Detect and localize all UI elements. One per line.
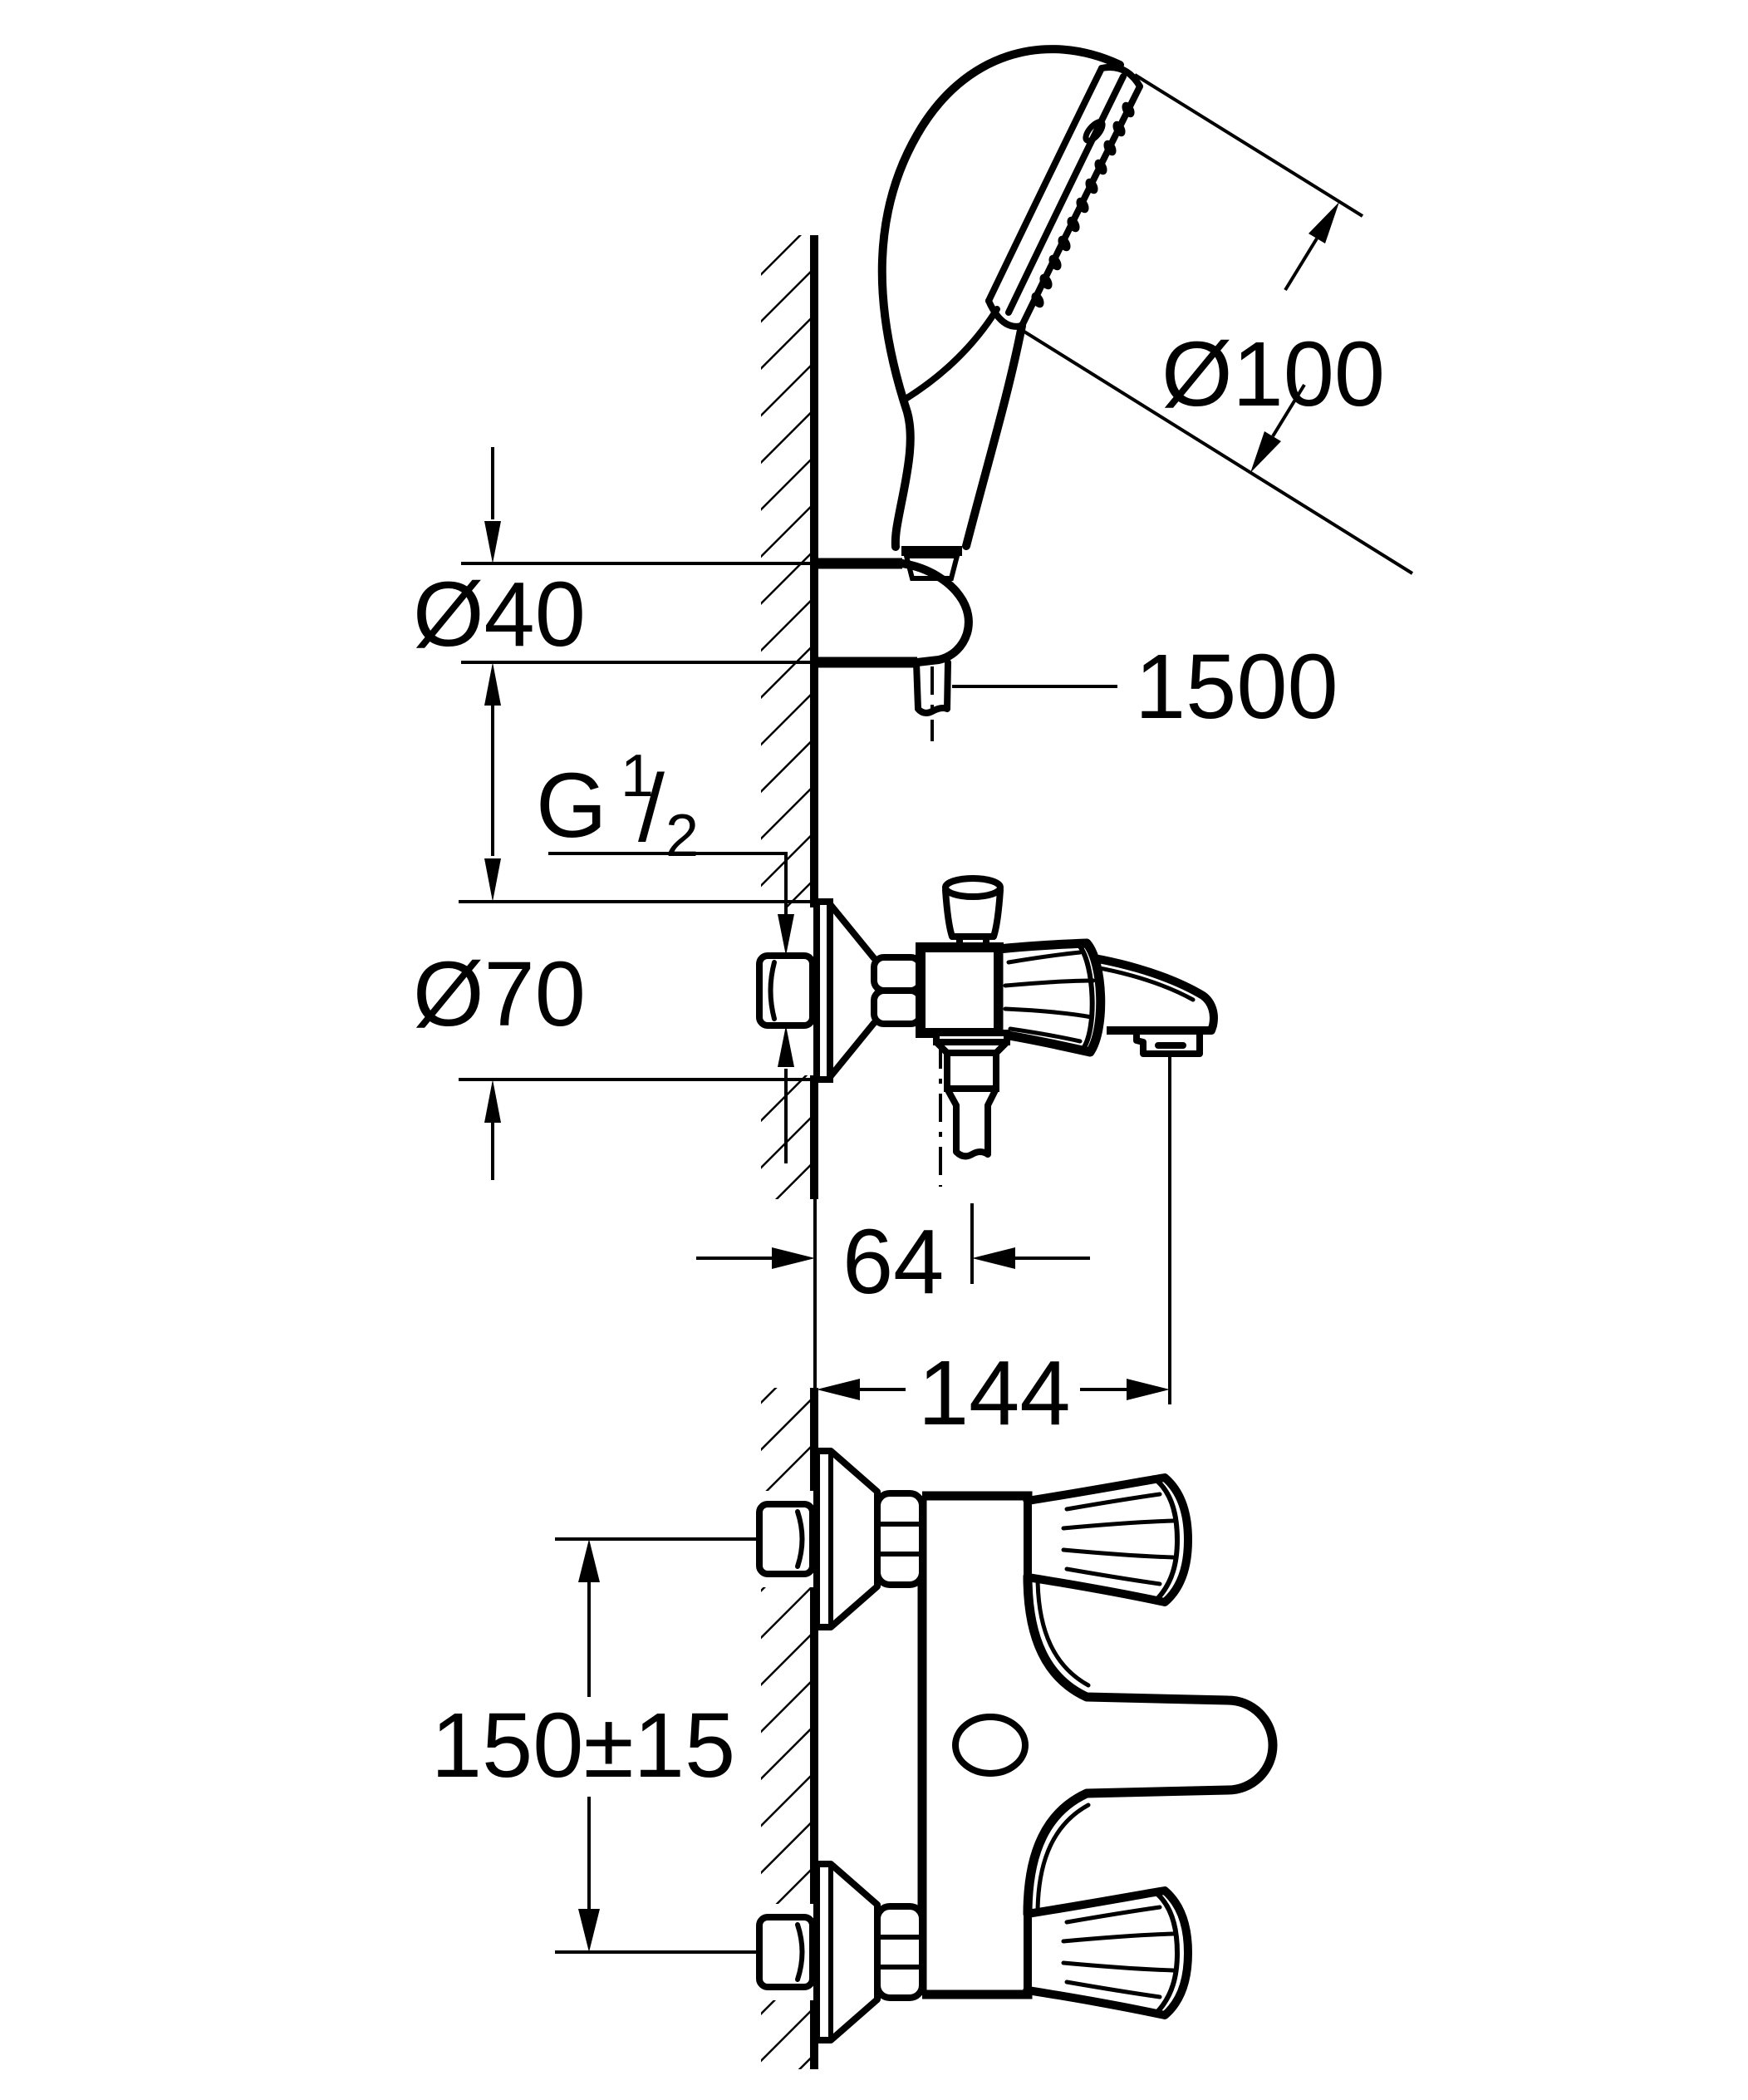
- hex-nut-side-lower: [871, 987, 924, 1027]
- dim-label-hand-shower-diameter: Ø100: [1161, 323, 1385, 425]
- handle-side-outline: [994, 938, 1106, 1057]
- dim100-arrow-lower: [1250, 431, 1281, 473]
- hand-shower-neck-line: [902, 306, 1000, 402]
- hose-cone-nut: [903, 553, 960, 581]
- dim-hose-length: 1500: [952, 636, 1338, 738]
- dim100-ext-lower: [1019, 327, 1414, 575]
- dim144-arrow-left: [817, 1379, 860, 1400]
- dim150-arrow-bottom: [578, 1909, 600, 1952]
- dim-label-hose-length: 1500: [1135, 636, 1338, 738]
- handle-side-fluting: [1003, 950, 1096, 1044]
- dim100-ext-upper: [1133, 73, 1364, 218]
- thread-leader: [548, 852, 788, 914]
- dim-escutcheon-diameter: Ø70: [413, 858, 817, 1123]
- dim-wall-offsets: 64 144: [696, 1057, 1171, 1444]
- dim40-arrow-bottom: [484, 662, 501, 706]
- dim-hand-shower-diameter: Ø100: [1019, 73, 1414, 575]
- thread-label-numerator: 1: [621, 743, 654, 809]
- thread-label-denominator: 2: [665, 803, 699, 869]
- shower-holder: [816, 558, 973, 741]
- dim144-arrow-right: [1127, 1379, 1170, 1400]
- dim-label-escutcheon-diameter: Ø70: [413, 943, 586, 1045]
- dim100-arrow-upper: [1309, 202, 1339, 243]
- upper-supply-port: [753, 1451, 1188, 1627]
- hand-shower-body-outline: [877, 45, 1124, 551]
- dim150-arrow-top: [578, 1539, 600, 1582]
- body-front-inner-lines: [1035, 1574, 1091, 1916]
- dim-label-wall-to-spout: 144: [918, 1342, 1071, 1444]
- aerator: [1133, 1027, 1203, 1057]
- dim70-arrow-top: [484, 858, 501, 902]
- thread-arrow-bottom: [778, 1025, 794, 1067]
- mixer-side-view: [753, 875, 1218, 1187]
- knurled-hose-nut: [944, 1050, 999, 1092]
- dim-label-wall-to-hose: 64: [842, 1211, 944, 1313]
- dim-label-supply-distance: 150±15: [431, 1694, 735, 1797]
- body-front-outline: [1023, 1571, 1278, 1919]
- lower-supply-port: [753, 1864, 1188, 2040]
- dim-label-holder-diameter: Ø40: [413, 563, 586, 666]
- dim40-arrow-top: [484, 521, 501, 563]
- hex-nut-side-upper: [871, 954, 924, 994]
- dim40-ext-lines: [461, 562, 816, 664]
- spray-plate-back-edge: [985, 65, 1105, 304]
- escutcheon-flange-side: [813, 898, 833, 1083]
- hose-stub: [913, 659, 951, 716]
- hose-upper-end: [944, 1085, 999, 1160]
- handle-side-rim: [1078, 944, 1095, 1050]
- diverter-screw-front: [952, 1714, 1029, 1777]
- thread-arrow-top: [778, 914, 794, 956]
- inlet-union-side: [756, 952, 816, 1029]
- holder-outline: [898, 559, 973, 666]
- thread-label-slash: /: [638, 755, 665, 862]
- dim100-tail-lower: [1271, 383, 1306, 438]
- spray-nozzles: [1031, 101, 1135, 308]
- thread-label-g: G: [536, 755, 607, 857]
- mixer-handle-side: [994, 938, 1106, 1057]
- body-plate-front: [917, 1491, 1033, 1999]
- spray-plate-front-edge: [1005, 73, 1127, 316]
- dim-holder-diameter: Ø40: [413, 447, 816, 1180]
- outlet-flange: [933, 1030, 1010, 1045]
- dim64-arrow-left: [772, 1247, 815, 1269]
- diverter-knob: [942, 875, 1004, 951]
- hand-shower: [877, 45, 1143, 581]
- mixer-front-view: [753, 1451, 1278, 2040]
- hose-connection: [933, 1030, 1010, 1187]
- inlet-union-side-face: [768, 960, 777, 1021]
- valve-body-side: [916, 942, 1004, 1038]
- spray-mode-hole: [1083, 119, 1106, 144]
- dim150-ext-lines: [555, 1537, 758, 1954]
- dim70-arrow-bottom: [484, 1080, 501, 1123]
- escutcheon-cone-side: [827, 901, 877, 1080]
- dim70-ext-lines: [459, 900, 817, 1081]
- dim-thread: G 1 / 2: [536, 743, 794, 1163]
- hand-shower-handle-edge: [962, 322, 1026, 550]
- dim64-arrow-right: [972, 1247, 1015, 1269]
- dim-supply-distance: 150±15: [431, 1537, 758, 1954]
- dim100-tail-upper: [1284, 237, 1318, 292]
